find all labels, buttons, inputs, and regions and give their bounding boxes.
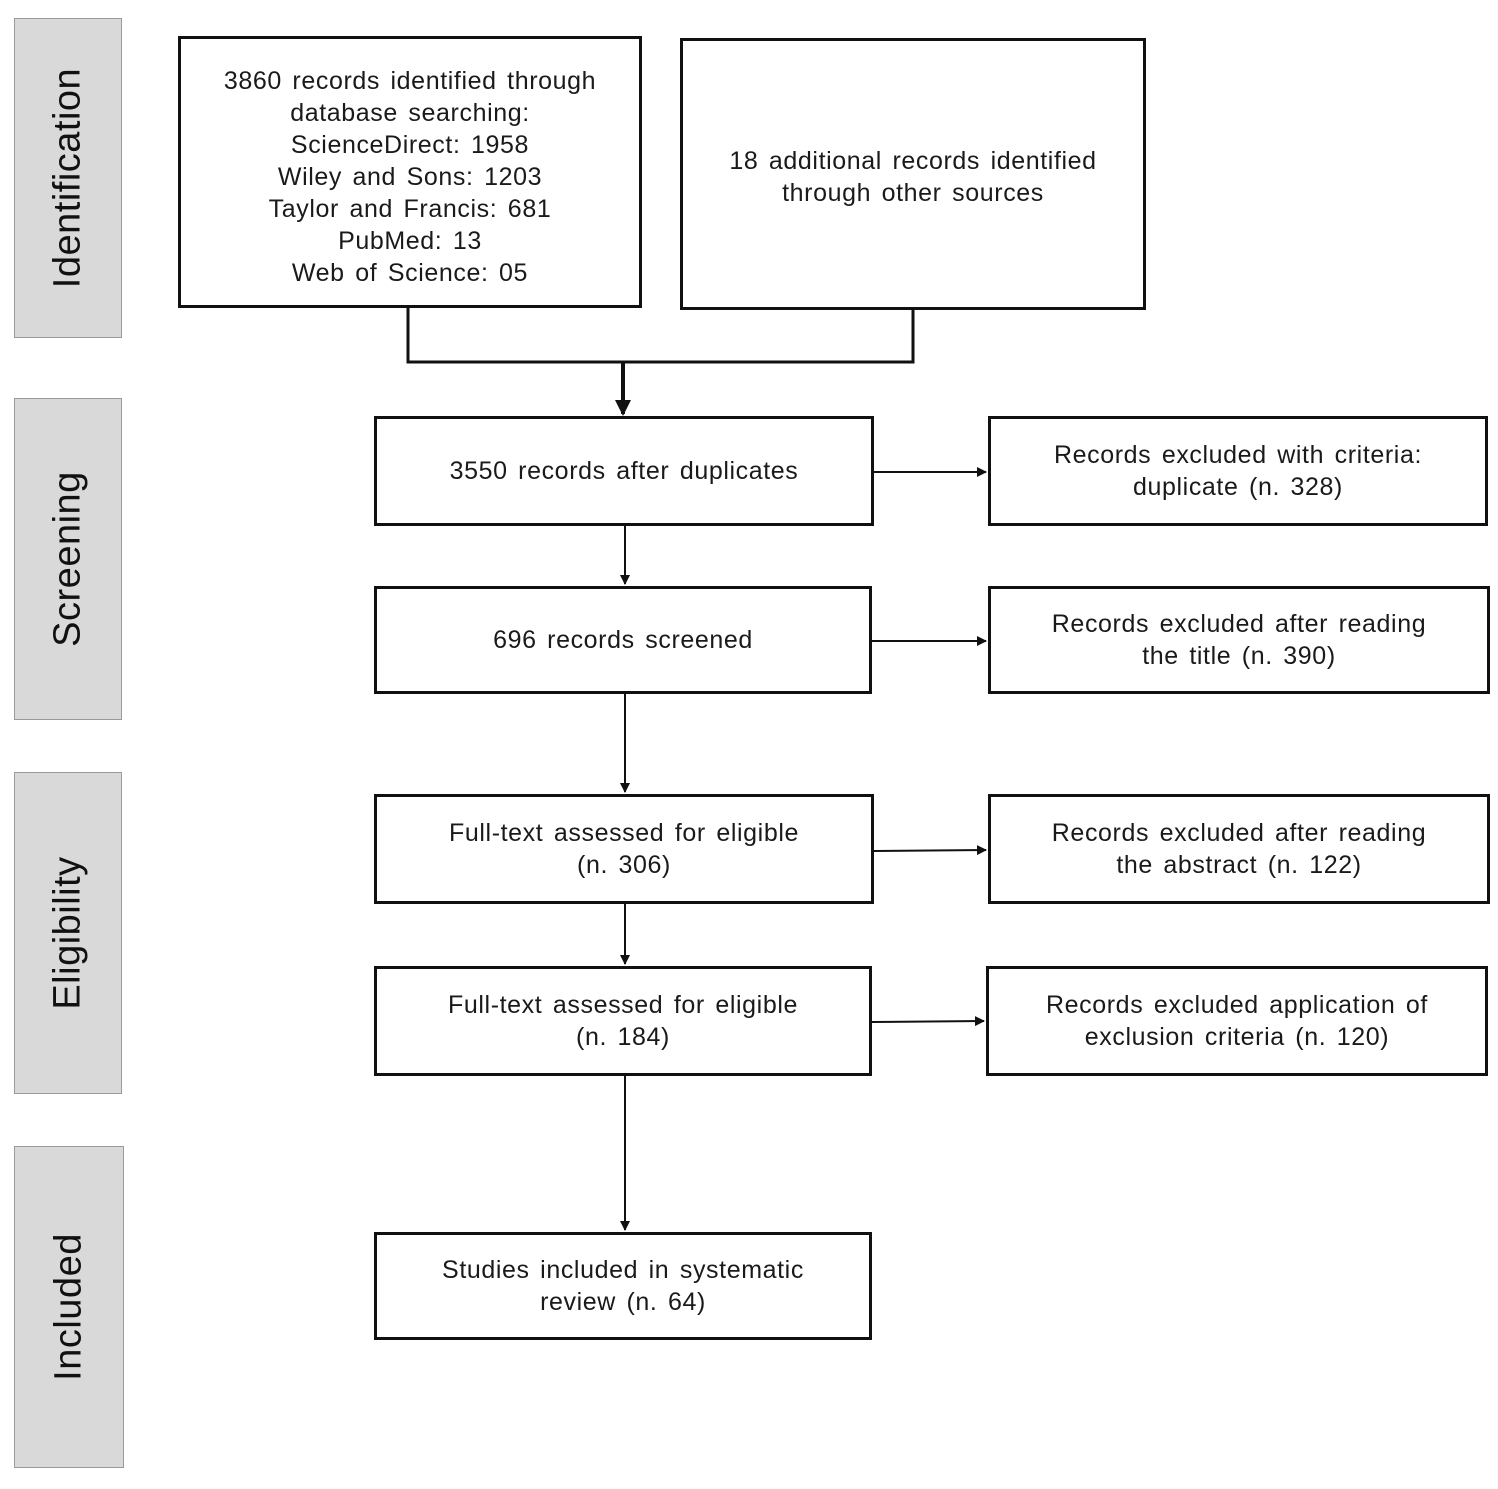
box-line: Studies included in systematic xyxy=(442,1256,804,1284)
box-line: database searching: xyxy=(290,99,530,127)
arrow-to-excluded-abstract xyxy=(873,845,987,856)
box-line: duplicate (n. 328) xyxy=(1133,473,1343,501)
other-sources-box: 18 additional records identified through… xyxy=(680,38,1146,310)
box-line: 3550 records after duplicates xyxy=(449,457,799,485)
excluded-title-box: Records excluded after reading the title… xyxy=(988,586,1490,694)
phase-label: Screening xyxy=(46,471,89,647)
box-line: 696 records screened xyxy=(493,626,753,654)
box-line: Records excluded after reading xyxy=(1051,819,1427,847)
box-line: ScienceDirect: 1958 xyxy=(290,131,530,159)
database-search-box: 3860 records identified through database… xyxy=(178,36,642,308)
box-line: exclusion criteria (n. 120) xyxy=(1084,1023,1390,1051)
box-line: Wiley and Sons: 1203 xyxy=(277,163,543,191)
box-line: Records excluded after reading xyxy=(1051,610,1427,638)
phase-label: Identification xyxy=(46,67,89,289)
box-line: through other sources xyxy=(782,179,1044,207)
box-line: Records excluded with criteria: xyxy=(1053,441,1423,469)
excluded-criteria-box: Records excluded application of exclusio… xyxy=(986,966,1488,1076)
arrow-to-excluded-criteria xyxy=(871,1016,985,1027)
excluded-duplicate-box: Records excluded with criteria: duplicat… xyxy=(988,416,1488,526)
phase-label: Included xyxy=(47,1233,90,1381)
box-line: (n. 306) xyxy=(577,851,671,879)
box-line: Full-text assessed for eligible xyxy=(448,991,798,1019)
phase-screening: Screening xyxy=(14,398,122,720)
box-line: PubMed: 13 xyxy=(338,227,482,255)
box-line: the title (n. 390) xyxy=(1142,642,1336,670)
box-line: (n. 184) xyxy=(576,1023,670,1051)
box-line: Taylor and Francis: 681 xyxy=(268,195,552,223)
box-line: review (n. 64) xyxy=(540,1288,706,1316)
box-line: Records excluded application of xyxy=(1046,991,1428,1019)
phase-eligibility: Eligibility xyxy=(14,772,122,1094)
box-line: the abstract (n. 122) xyxy=(1116,851,1362,879)
box-line: Full-text assessed for eligible xyxy=(449,819,799,847)
fulltext-184-box: Full-text assessed for eligible (n. 184) xyxy=(374,966,872,1076)
merge-connector xyxy=(406,308,915,364)
fulltext-306-box: Full-text assessed for eligible (n. 306) xyxy=(374,794,874,904)
after-duplicates-box: 3550 records after duplicates xyxy=(374,416,874,526)
box-line: 3860 records identified through xyxy=(223,67,597,95)
box-line: Web of Science: 05 xyxy=(291,259,529,287)
phase-identification: Identification xyxy=(14,18,122,338)
phase-label: Eligibility xyxy=(46,856,89,1010)
screened-box: 696 records screened xyxy=(374,586,872,694)
box-line: 18 additional records identified xyxy=(729,147,1097,175)
phase-included: Included xyxy=(14,1146,124,1468)
excluded-abstract-box: Records excluded after reading the abstr… xyxy=(988,794,1490,904)
included-studies-box: Studies included in systematic review (n… xyxy=(374,1232,872,1340)
